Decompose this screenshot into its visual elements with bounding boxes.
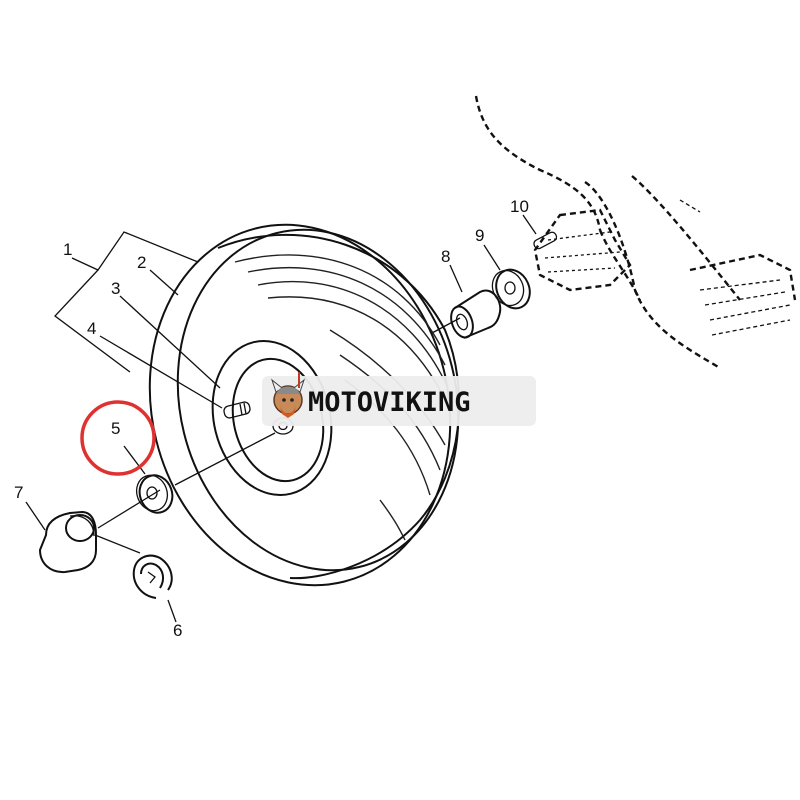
callout-5: 5 xyxy=(111,419,120,438)
callout-1: 1 xyxy=(63,240,72,259)
leader-lines xyxy=(25,214,537,623)
valve-stem-part xyxy=(223,401,251,419)
callout-6: 6 xyxy=(173,621,182,640)
clip-leader-line xyxy=(94,534,141,554)
flat-washer-part xyxy=(491,268,531,310)
e-clip-part xyxy=(132,554,173,599)
callout-4: 4 xyxy=(87,319,96,338)
washer-part xyxy=(135,474,174,514)
callout-3: 3 xyxy=(111,279,120,298)
watermark-badge: MOTOVIKING xyxy=(262,372,536,426)
bushing-part xyxy=(450,289,502,339)
callout-8: 8 xyxy=(441,247,450,266)
axle-centerline-bushing xyxy=(431,317,461,334)
highlight-circle xyxy=(80,400,156,476)
callout-7: 7 xyxy=(14,483,23,502)
axle-centerline-cap xyxy=(97,489,161,529)
callout-9: 9 xyxy=(475,226,484,245)
hub-cap-part xyxy=(38,510,97,574)
pin-part xyxy=(533,231,558,250)
mower-body-outline xyxy=(474,95,797,370)
callout-10: 10 xyxy=(510,197,529,216)
viking-mascot-icon xyxy=(270,372,306,418)
callout-2: 2 xyxy=(137,253,146,272)
brand-text: MOTOVIKING xyxy=(308,387,471,418)
axle-centerline-washer xyxy=(174,432,276,486)
